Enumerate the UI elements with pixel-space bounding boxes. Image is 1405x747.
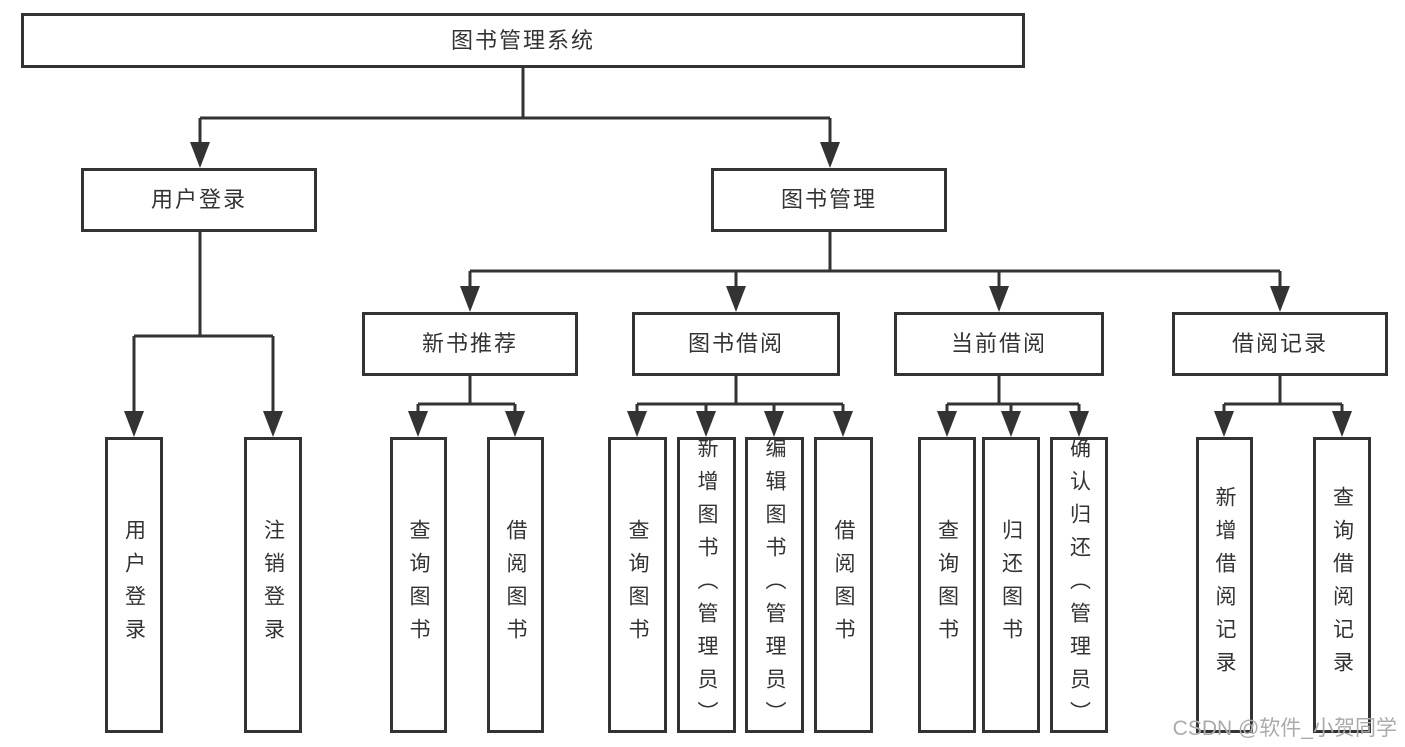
node-user-login-label: 用户登录 [150,187,247,212]
node-leaf-borrow-books-recommend-label: 借阅图书 [504,519,527,651]
node-leaf-add-borrow-record: 新增借阅记录 [1196,437,1253,733]
node-leaf-query-books-recommend: 查询图书 [390,437,447,733]
node-current-borrowing: 当前借阅 [894,312,1104,376]
node-leaf-add-borrow-record-label: 新增借阅记录 [1213,486,1236,684]
node-leaf-query-books-recommend-label: 查询图书 [407,519,430,651]
arrow-down-icon [1069,411,1089,437]
node-leaf-query-borrow-record: 查询借阅记录 [1313,437,1371,733]
csdn-watermark: CSDN @软件_小贺同学 [1172,717,1397,740]
connector-lines [132,68,1344,411]
arrowheads [124,142,1352,437]
arrow-down-icon [1270,286,1290,312]
node-leaf-query-borrow-record-label: 查询借阅记录 [1330,486,1354,684]
arrow-down-icon [696,411,716,437]
node-leaf-confirm-return-admin-label: 确认归还（管理员） [1067,436,1091,734]
node-library-system: 图书管理系统 [21,13,1025,68]
node-leaf-user-login: 用户登录 [105,437,163,733]
node-leaf-user-login-label: 用户登录 [122,519,146,651]
node-leaf-borrow-books: 借阅图书 [814,437,873,733]
arrow-down-icon [1214,411,1234,437]
node-leaf-borrow-books-recommend: 借阅图书 [487,437,544,733]
node-library-system-label: 图书管理系统 [450,27,595,53]
node-current-borrowing-label: 当前借阅 [950,331,1047,356]
arrow-down-icon [1001,411,1021,437]
node-book-management-label: 图书管理 [780,187,877,212]
node-leaf-query-books-borrowing-label: 查询图书 [626,519,649,651]
node-book-management: 图书管理 [711,168,947,232]
node-leaf-add-books-admin: 新增图书（管理员） [677,436,736,734]
node-leaf-edit-books-admin-label: 编辑图书（管理员） [763,436,786,734]
node-user-login: 用户登录 [81,168,317,232]
node-leaf-return-books-label: 归还图书 [999,519,1023,651]
node-leaf-query-books-borrowing: 查询图书 [608,437,667,733]
node-book-borrowing-label: 图书借阅 [687,331,784,356]
arrow-down-icon [833,411,853,437]
node-new-book-recommend: 新书推荐 [362,312,578,376]
arrow-down-icon [989,286,1009,312]
arrow-down-icon [124,411,144,437]
arrow-down-icon [190,142,210,168]
node-book-borrowing: 图书借阅 [632,312,840,376]
arrow-down-icon [408,411,428,437]
node-borrow-records: 借阅记录 [1172,312,1388,376]
node-leaf-logout: 注销登录 [244,437,302,733]
arrow-down-icon [937,411,957,437]
arrow-down-icon [460,286,480,312]
node-leaf-query-books-current: 查询图书 [918,437,976,733]
arrow-down-icon [263,411,283,437]
node-leaf-add-books-admin-label: 新增图书（管理员） [695,436,718,734]
node-borrow-records-label: 借阅记录 [1231,331,1328,356]
arrow-down-icon [505,411,525,437]
node-leaf-return-books: 归还图书 [982,437,1040,733]
arrow-down-icon [820,142,840,168]
node-new-book-recommend-label: 新书推荐 [421,331,518,356]
node-leaf-confirm-return-admin: 确认归还（管理员） [1050,436,1108,734]
arrow-down-icon [764,411,784,437]
arrow-down-icon [726,286,746,312]
node-leaf-borrow-books-label: 借阅图书 [832,519,855,651]
arrow-down-icon [627,411,647,437]
arrow-down-icon [1332,411,1352,437]
node-leaf-query-books-current-label: 查询图书 [935,519,959,651]
node-leaf-edit-books-admin: 编辑图书（管理员） [745,436,804,734]
node-leaf-logout-label: 注销登录 [261,519,285,651]
